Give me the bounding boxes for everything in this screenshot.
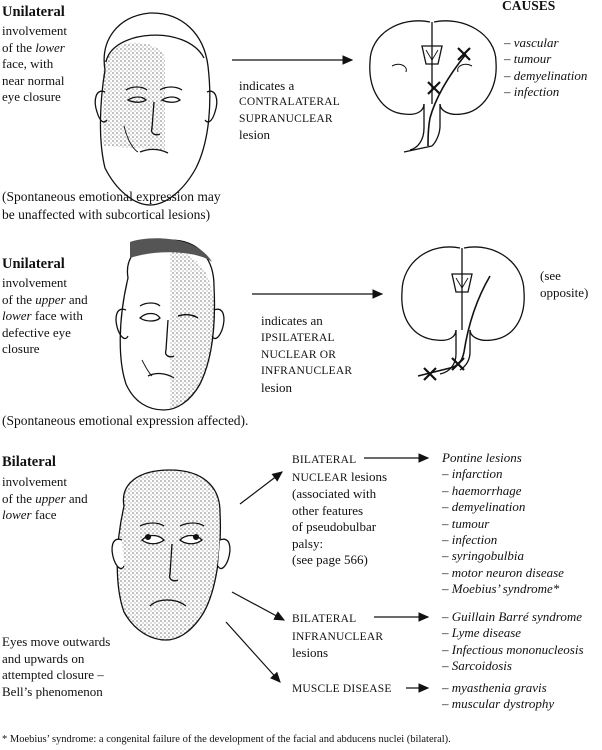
pontine-item: – syringobulbia — [442, 548, 524, 564]
panel2-indicates: indicates an — [261, 313, 323, 328]
causes-heading: CAUSES — [502, 0, 556, 13]
panel3-description: involvement of the upper and lower face — [2, 474, 88, 522]
infranuclear-item: – Guillain Barré syndrome — [442, 609, 582, 624]
cause-item: – vascular — [504, 35, 559, 50]
face-illustration-1 — [94, 12, 218, 206]
pontine-item: Pontine lesions — [442, 450, 522, 465]
pontine-causes-list: Pontine lesions – infarction – haemorrha… — [442, 450, 564, 598]
panel1-lesion: lesion — [239, 127, 271, 142]
pontine-item: – haemorrhage — [442, 482, 522, 498]
panel2-see-opposite: (see opposite) — [540, 268, 589, 300]
panel2-note: (Spontaneous emotional expression affect… — [2, 413, 249, 428]
panel1-indicates: indicates a — [239, 78, 295, 93]
bells-phenomenon-text: Eyes move outwards and upwards on attemp… — [2, 634, 111, 699]
panel1-note: (Spontaneous emotional expression may be… — [2, 189, 221, 222]
infranuclear-item: – Infectious mononucleosis — [442, 641, 584, 657]
pontine-item: – Moebius’ syndrome* — [442, 581, 560, 597]
cause-item: – demyelination — [504, 67, 588, 83]
panel2-lesion: lesion — [261, 380, 293, 395]
panel1-title: Unilateral — [2, 4, 65, 20]
infranuclear-item: – Lyme disease — [442, 625, 522, 641]
pontine-item: – demyelination — [442, 499, 526, 515]
face-illustration-2 — [115, 238, 225, 411]
infranuclear-causes-list: – Guillain Barré syndrome – Lyme disease… — [442, 609, 584, 675]
cause-item: – tumour — [504, 51, 552, 67]
cause-item: – infection — [504, 84, 560, 100]
panel3-title: Bilateral — [2, 454, 56, 470]
panel1-description: involvement of the lower face, with near… — [2, 23, 67, 104]
panel1-causes-list: – vascular – tumour – demyelination – in… — [504, 35, 587, 101]
pontine-item: – infarction — [442, 466, 503, 482]
muscle-item: – myasthenia gravis — [442, 680, 547, 695]
pontine-item: – motor neuron disease — [442, 564, 564, 580]
footnote: * Moebius’ syndrome: a congenital failur… — [2, 734, 451, 745]
panel1-lesion-type: CONTRALATERAL SUPRANUCLEAR — [239, 96, 340, 125]
bilateral-nuclear-block: BILATERAL NUCLEAR lesions (associated wi… — [292, 454, 388, 567]
panel2-lesion-type: IPSILATERAL NUCLEAR OR INFRANUCLEAR — [261, 332, 353, 377]
pontine-item: – tumour — [442, 515, 490, 531]
infranuclear-item: – Sarcoidosis — [442, 658, 512, 674]
muscle-disease-label: MUSCLE DISEASE — [292, 683, 392, 695]
bilateral-infranuclear-block: BILATERAL INFRANUCLEAR lesions — [292, 613, 384, 660]
muscle-item: – muscular dystrophy — [442, 696, 555, 712]
brain-diagram-1 — [369, 20, 497, 153]
face-illustration-3 — [111, 469, 231, 641]
pontine-item: – infection — [442, 532, 498, 548]
muscle-causes-list: – myasthenia gravis – muscular dystrophy — [442, 680, 554, 713]
brain-diagram-2 — [401, 246, 525, 381]
panel2-description: involvement of the upper and lower face … — [2, 275, 88, 356]
panel2-title: Unilateral — [2, 256, 65, 272]
